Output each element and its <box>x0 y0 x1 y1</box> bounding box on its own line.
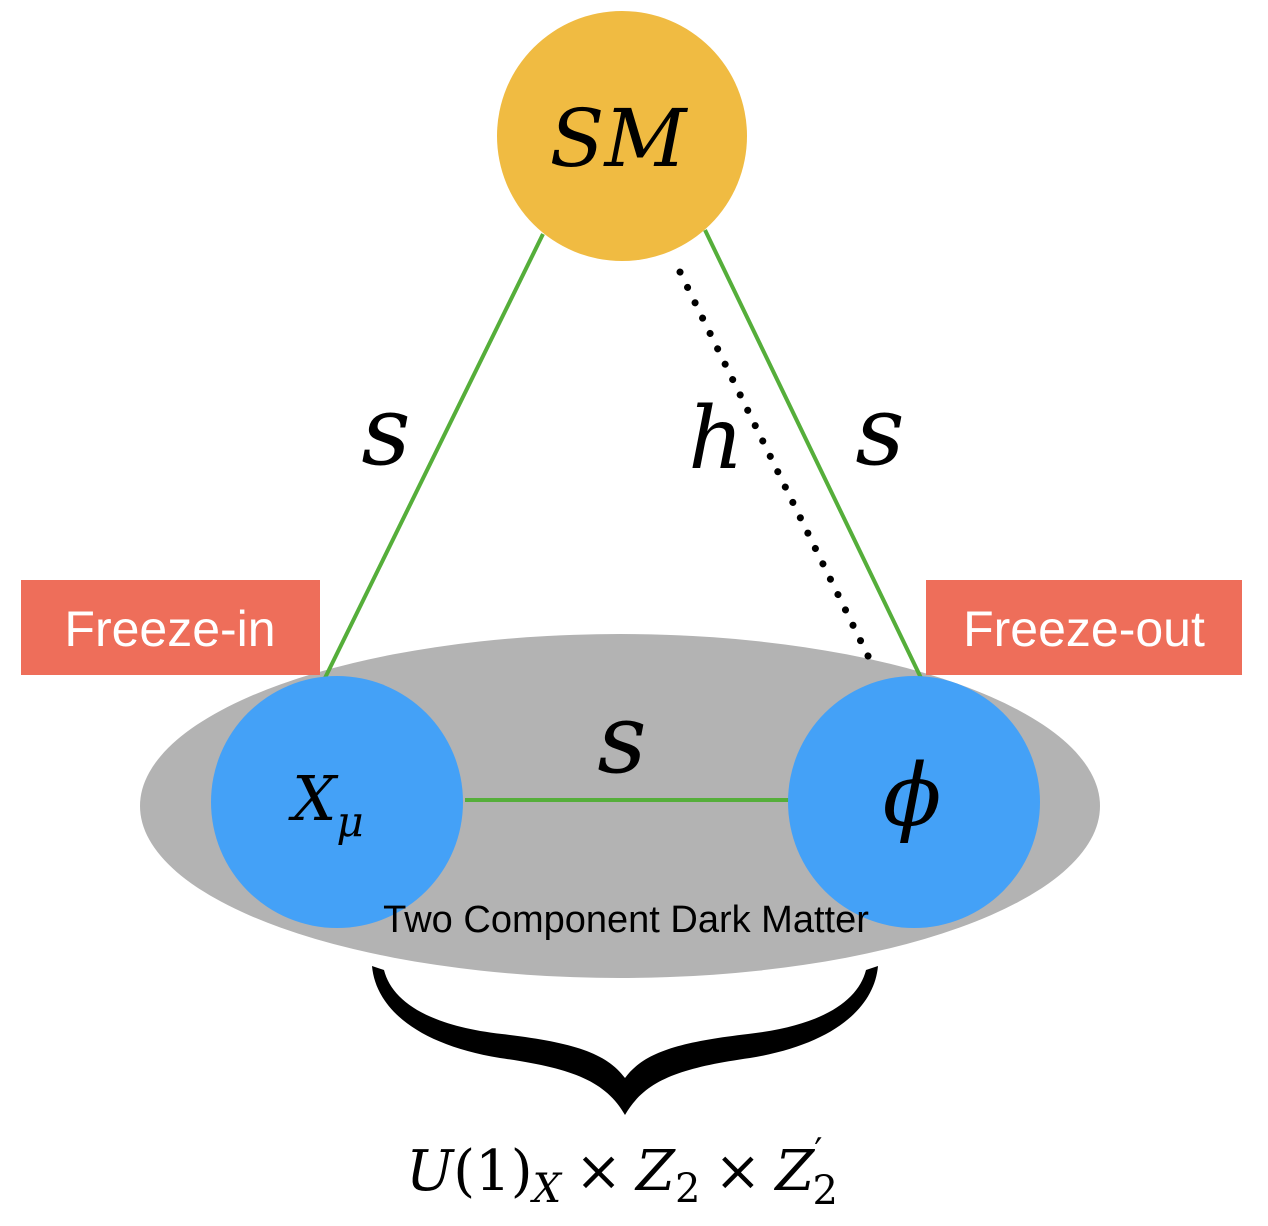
edge-sm-to-phi-higgs-dotted <box>676 268 874 664</box>
dark-matter-caption: Two Component Dark Matter <box>383 899 869 941</box>
edge-sm-to-x-mu <box>322 233 545 681</box>
edge-label-sm-to-x: s <box>361 375 410 487</box>
edge-label-higgs: h <box>688 389 743 489</box>
edge-sm-to-phi <box>703 229 924 681</box>
symmetry-group-label: U(1)X×Z2×Z′2 <box>406 1132 838 1214</box>
sm-label: SM <box>550 92 689 185</box>
curly-brace <box>372 966 878 1115</box>
freeze-in-label: Freeze-in <box>64 601 275 657</box>
sm-node <box>497 11 747 261</box>
freeze-out-tag <box>926 580 1242 675</box>
phi-node <box>788 676 1040 928</box>
edge-label-x-to-phi: s <box>597 683 646 795</box>
x-mu-node <box>211 676 463 928</box>
edge-label-sm-to-phi: s <box>855 375 904 487</box>
freeze-out-label: Freeze-out <box>963 601 1205 657</box>
x-mu-label: Xμ <box>288 762 363 846</box>
phi-label: ϕ <box>883 746 942 846</box>
freeze-in-tag <box>21 580 320 675</box>
